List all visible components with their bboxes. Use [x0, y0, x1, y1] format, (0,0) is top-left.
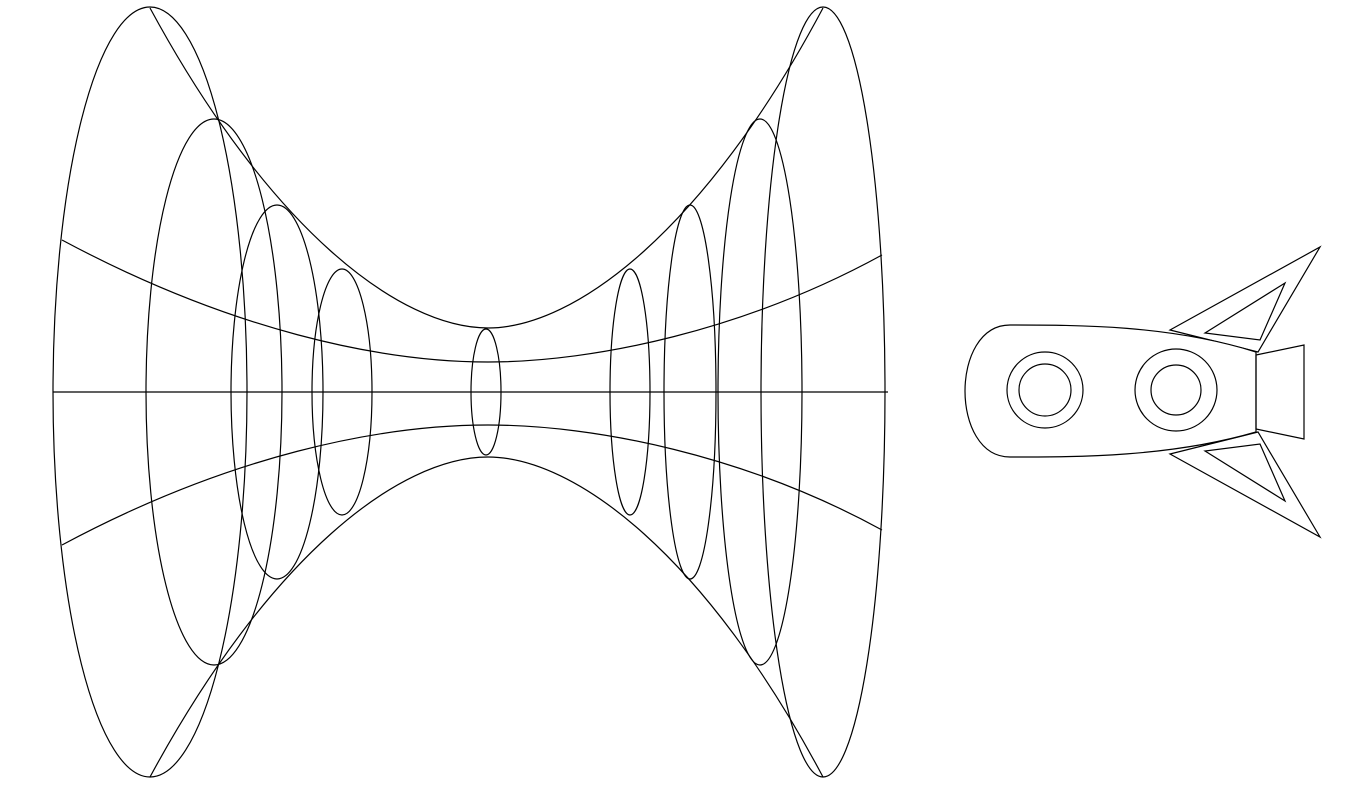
- wormhole-lower-profile: [149, 456, 824, 778]
- wormhole-upper-meridian: [61, 239, 883, 363]
- wormhole-throat-ring: [470, 328, 502, 456]
- rocket-window-outer: [1134, 348, 1218, 432]
- rocket-window-outer: [1006, 351, 1084, 429]
- rocket-window-inner: [1150, 364, 1202, 416]
- rocket-body: [964, 324, 1257, 458]
- rocket-nozzle: [1255, 344, 1305, 440]
- wormhole-ring: [609, 268, 651, 516]
- wormhole-ring: [230, 204, 324, 580]
- rocket: [964, 245, 1322, 539]
- wormhole-ring: [760, 6, 886, 778]
- wormhole-ring: [145, 118, 283, 666]
- wormhole-lower-meridian: [61, 424, 883, 546]
- wormhole-upper-profile: [149, 7, 824, 329]
- rocket-lower-fin-inner: [1203, 443, 1287, 503]
- wormhole: [52, 6, 888, 778]
- wormhole-ring: [663, 204, 717, 580]
- wormhole-ring: [52, 6, 248, 778]
- wormhole-ring: [717, 118, 803, 666]
- wormhole-ring: [311, 268, 373, 516]
- rocket-lower-fin: [1168, 431, 1322, 539]
- rocket-window-inner: [1018, 363, 1072, 417]
- rocket-upper-fin-inner: [1203, 281, 1287, 341]
